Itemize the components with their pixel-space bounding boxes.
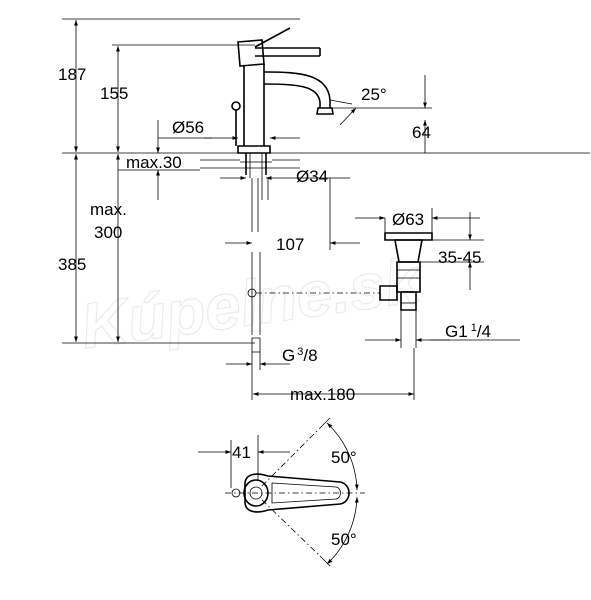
dim-max-300-line2: 300 [94, 223, 122, 242]
dim-107: 107 [276, 235, 304, 254]
front-view: 187 155 25° 64 Ø56 max.30 Ø34 max. 300 [58, 18, 590, 404]
dim-range-35-45: 35-45 [438, 248, 481, 267]
dim-height-155: 155 [100, 84, 128, 103]
deck-section [200, 159, 300, 169]
top-view: 41 50° 50° [198, 417, 365, 567]
dim-angle-bottom: 50° [331, 530, 357, 549]
dim-diameter-34: Ø34 [296, 167, 328, 186]
dim-max-300-line1: max. [90, 200, 127, 219]
flex-hoses [251, 178, 269, 353]
dim-41: 41 [232, 443, 251, 462]
dim-height-187: 187 [58, 65, 86, 84]
tap-body [231, 27, 334, 178]
dim-max-30: max.30 [126, 153, 182, 172]
dim-angle-25: 25° [361, 85, 387, 104]
dim-max-180: max.180 [290, 385, 355, 404]
dim-diameter-63: Ø63 [392, 210, 424, 229]
dim-64: 64 [412, 123, 431, 142]
dim-height-385: 385 [58, 255, 86, 274]
dim-diameter-56: Ø56 [172, 118, 204, 137]
dim-angle-top: 50° [331, 448, 357, 467]
